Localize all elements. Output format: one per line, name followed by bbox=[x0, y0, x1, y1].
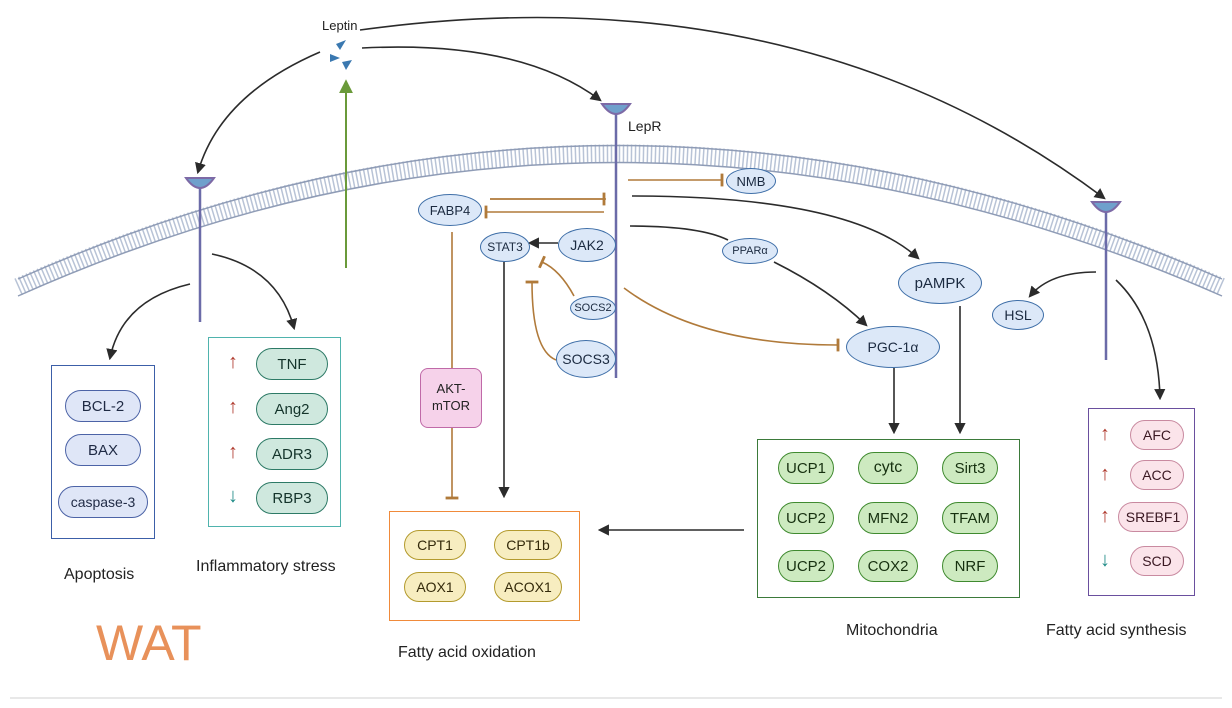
fao-item: CPT1 bbox=[404, 530, 466, 560]
down-arrow-icon: ↓ bbox=[1100, 549, 1110, 571]
inflammatory-item: Ang2 bbox=[256, 393, 328, 425]
mitochondria-item: NRF bbox=[942, 550, 998, 582]
mitochondria-item: Sirt3 bbox=[942, 452, 998, 484]
up-arrow-icon: ↑ bbox=[1100, 505, 1110, 527]
mitochondria-item: UCP2 bbox=[778, 502, 834, 534]
fas-item: ACC bbox=[1130, 460, 1184, 490]
fatty-acid-synthesis-box bbox=[1088, 408, 1195, 596]
jak2-inhibits-pgc1a bbox=[623, 287, 840, 352]
fas-item: SCD bbox=[1130, 546, 1184, 576]
fas-item: SREBF1 bbox=[1118, 502, 1188, 532]
fas-item: AFC bbox=[1130, 420, 1184, 450]
socs3-node: SOCS3 bbox=[556, 340, 616, 378]
inflammatory-item: TNF bbox=[256, 348, 328, 380]
hsl-node: HSL bbox=[992, 300, 1044, 330]
leptin-molecule-icon bbox=[330, 40, 352, 70]
lepr-to-pampk bbox=[631, 195, 920, 260]
mitochondria-item: UCP2 bbox=[778, 550, 834, 582]
inflammatory-box bbox=[208, 337, 341, 527]
receptor-to-hsl bbox=[1028, 271, 1097, 298]
akt-mtor-label: AKT- mTOR bbox=[431, 381, 471, 413]
fao-item: ACOX1 bbox=[494, 572, 562, 602]
ppara-node: PPARα bbox=[722, 238, 778, 264]
up-arrow-icon: ↑ bbox=[1100, 423, 1110, 445]
apoptosis-item: caspase-3 bbox=[58, 486, 148, 518]
apoptosis-item: BCL-2 bbox=[65, 390, 141, 422]
fao-item: AOX1 bbox=[404, 572, 466, 602]
mitochondria-item: UCP1 bbox=[778, 452, 834, 484]
pampk-node: pAMPK bbox=[898, 262, 982, 304]
receptor-to-fatty-acid-synthesis bbox=[1115, 279, 1166, 401]
jak2-to-ppara bbox=[629, 225, 729, 241]
inflammatory-item: RBP3 bbox=[256, 482, 328, 514]
up-arrow-icon: ↑ bbox=[228, 351, 238, 373]
apoptosis-item: BAX bbox=[65, 434, 141, 466]
apoptosis-title: Apoptosis bbox=[64, 566, 135, 583]
cell-membrane bbox=[14, 144, 1226, 297]
mitochondria-item: TFAM bbox=[942, 502, 998, 534]
leptin-to-center-receptor bbox=[361, 46, 602, 102]
stat3-node: STAT3 bbox=[480, 232, 530, 262]
mitochondria-item: cytc bbox=[858, 452, 918, 484]
to-inflammatory-arrow bbox=[211, 253, 298, 331]
receptor-right bbox=[1090, 201, 1122, 360]
pgc1a-node: PGC-1α bbox=[846, 326, 940, 368]
up-arrow-icon: ↑ bbox=[228, 441, 238, 463]
receptor-center bbox=[600, 103, 632, 378]
inflammatory-title: Inflammatory stress bbox=[196, 558, 336, 575]
fabp4-node: FABP4 bbox=[418, 194, 482, 226]
fatty-acid-oxidation-title: Fatty acid oxidation bbox=[398, 644, 536, 661]
socs3-inhibits-stat3 bbox=[525, 280, 557, 361]
akt-mtor-node: AKT- mTOR bbox=[420, 368, 482, 428]
apoptosis-box bbox=[51, 365, 155, 539]
fatty-acid-synthesis-title: Fatty acid synthesis bbox=[1046, 622, 1187, 639]
to-apoptosis-arrow bbox=[106, 283, 191, 361]
socs2-inhibits-stat3 bbox=[538, 255, 575, 297]
socs2-node: SOCS2 bbox=[570, 296, 616, 320]
jak2-node: JAK2 bbox=[558, 228, 616, 262]
inflammatory-item: ADR3 bbox=[256, 438, 328, 470]
tissue-label: WAT bbox=[96, 615, 202, 671]
up-arrow-icon: ↑ bbox=[228, 396, 238, 418]
leptin-label: Leptin bbox=[322, 18, 358, 33]
ppara-to-pgc1a bbox=[773, 261, 868, 327]
mitochondria-item: MFN2 bbox=[858, 502, 918, 534]
fao-item: CPT1b bbox=[494, 530, 562, 560]
leptin-to-right-receptor bbox=[359, 16, 1106, 200]
mitochondria-item: COX2 bbox=[858, 550, 918, 582]
lepr-label: LepR bbox=[628, 118, 662, 134]
down-arrow-icon: ↓ bbox=[228, 485, 238, 507]
receptor-left bbox=[184, 177, 216, 322]
up-arrow-icon: ↑ bbox=[1100, 463, 1110, 485]
mitochondria-title: Mitochondria bbox=[846, 622, 938, 639]
fatty-acid-oxidation-box bbox=[389, 511, 580, 621]
mitochondria-box bbox=[757, 439, 1020, 598]
leptin-to-left-receptor bbox=[195, 51, 321, 175]
nmb-node: NMB bbox=[726, 168, 776, 194]
